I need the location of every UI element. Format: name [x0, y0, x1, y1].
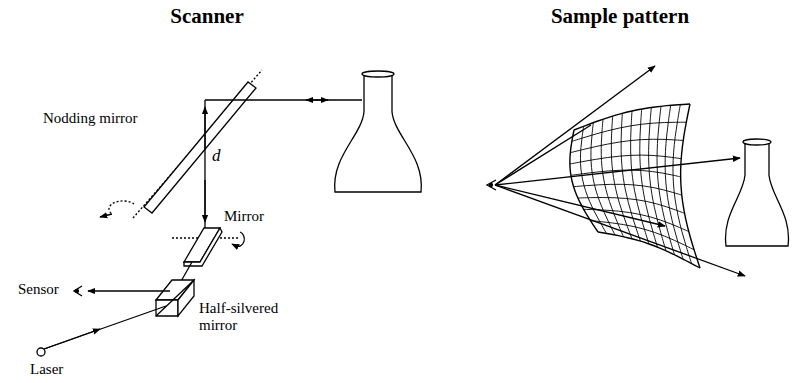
part-label: Mirror [224, 208, 264, 225]
scan-grid-line [574, 104, 690, 130]
beam [204, 100, 205, 236]
flask-rim [362, 71, 394, 77]
scan-grid-line [570, 155, 681, 164]
beam-arrow [318, 99, 328, 100]
scan-grid-line [673, 105, 692, 264]
sensor-eye [76, 290, 79, 293]
scan-grid-line [571, 170, 681, 177]
scan-grid-line [598, 232, 700, 268]
part-label: Nodding mirror [43, 110, 138, 127]
flask [335, 71, 422, 192]
scan-ray [495, 185, 745, 276]
part-label: Half-silvered mirror [199, 300, 291, 335]
dimension-arrow [204, 180, 205, 222]
mirror-edge [184, 228, 222, 266]
scan-grid-line [640, 109, 658, 247]
rotation-arrow [232, 244, 236, 246]
eye [487, 180, 496, 190]
scan-grid-line [572, 122, 686, 141]
flask [725, 139, 788, 246]
scan-grid-line [578, 198, 685, 214]
scan-grid-line [601, 119, 623, 237]
part-label: Laser [30, 361, 63, 378]
scan-grid-line [570, 139, 683, 152]
beam [205, 99, 362, 100]
beam-arrow [306, 99, 318, 100]
panel-title: Sample pattern [551, 4, 689, 28]
flask-body [725, 142, 788, 246]
flask-rim [743, 139, 771, 145]
scan-grid-line [574, 184, 682, 195]
panel-title: Scanner [170, 4, 244, 28]
beam [88, 290, 170, 291]
beam-arrow [44, 329, 100, 349]
scan-grid-line [584, 209, 689, 231]
sensor-eye [74, 286, 82, 296]
scan-grid-line [591, 221, 695, 250]
scan-grid-line [631, 111, 649, 244]
beam [44, 306, 166, 349]
laser [37, 348, 45, 356]
nodding-mirror [144, 82, 256, 213]
rotation-arc [236, 232, 244, 246]
flask-body [335, 74, 422, 192]
scan-ray [495, 125, 591, 185]
rotation-arrow [100, 214, 112, 217]
mirror-axis [133, 70, 262, 218]
rotation-arc [109, 201, 134, 214]
dimension-label: d [212, 146, 221, 166]
mirror-diagonal [156, 280, 194, 316]
scan-grid-line [681, 104, 700, 268]
half-silvered-mirror [178, 280, 194, 316]
scan-ray [495, 185, 665, 226]
dimension-arrow [204, 107, 205, 150]
part-label: Sensor [18, 281, 59, 298]
eye [490, 184, 493, 187]
scan-grid-line [649, 107, 666, 250]
